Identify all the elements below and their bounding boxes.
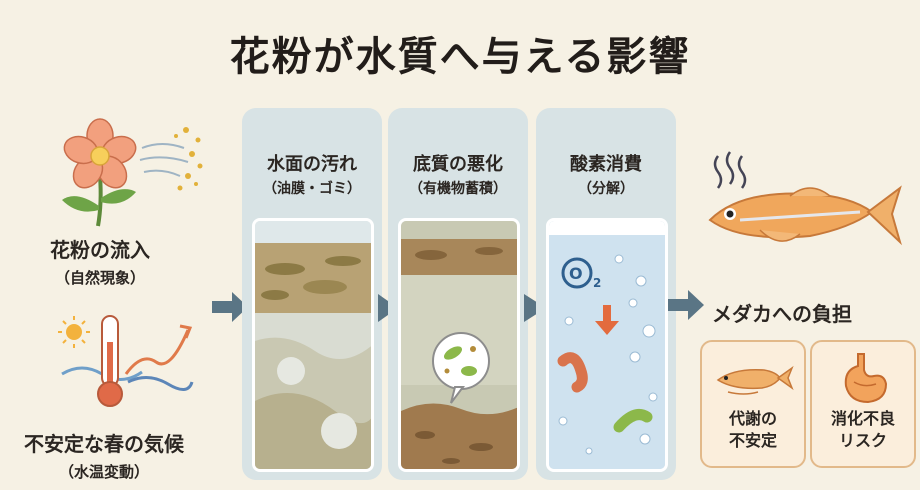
thermometer-icon bbox=[97, 315, 123, 407]
card-label: 代謝の 不安定 bbox=[702, 408, 804, 452]
arrow-icon bbox=[212, 292, 248, 322]
water-jar bbox=[252, 218, 374, 472]
burden-title: メダカへの負担 bbox=[712, 302, 852, 326]
sediment-panel: 底質の悪化 （有機物蓄積） bbox=[388, 108, 528, 480]
page-title: 花粉が水質へ与える影響 bbox=[229, 34, 691, 80]
o2-symbol: O bbox=[569, 264, 583, 283]
pollen-dust-icon bbox=[139, 127, 203, 191]
pollen-inflow-sub: （自然現象） bbox=[54, 269, 145, 287]
climate-sub: （水温変動） bbox=[58, 463, 149, 481]
oxygen-icon bbox=[561, 257, 593, 289]
card-label: 消化不良 リスク bbox=[812, 408, 914, 452]
bacteria-icon bbox=[557, 352, 653, 433]
climate-icon bbox=[58, 315, 194, 407]
pollen-inflow-main: 花粉の流入 bbox=[50, 238, 150, 262]
oxygen-water-illustration: O 2 bbox=[549, 221, 665, 469]
card-label-line: 消化不良 bbox=[830, 409, 895, 428]
sun-icon bbox=[58, 316, 90, 348]
medaka-fish-icon bbox=[708, 151, 902, 246]
bacteria-icon bbox=[432, 332, 490, 404]
pollen-inflow-label: 花粉の流入 （自然現象） bbox=[20, 234, 180, 288]
metabolism-card: 代謝の 不安定 bbox=[700, 340, 806, 468]
flower-icon bbox=[62, 118, 137, 227]
panel-subtitle: （油膜・ゴミ） bbox=[263, 181, 361, 197]
climate-label: 不安定な春の気候 （水温変動） bbox=[4, 428, 204, 482]
water-jar bbox=[398, 218, 520, 472]
oxygen-panel: 酸素消費 （分解） O 2 bbox=[536, 108, 676, 480]
dirty-water-illustration bbox=[255, 221, 371, 469]
card-label-line: 不安定 bbox=[728, 431, 777, 450]
digestion-card: 消化不良 リスク bbox=[810, 340, 916, 468]
small-fish-icon bbox=[716, 365, 794, 395]
surface-dirt-panel: 水面の汚れ （油膜・ゴミ） bbox=[242, 108, 382, 480]
stomach-icon bbox=[844, 353, 888, 404]
card-label-line: 代謝の bbox=[728, 409, 777, 428]
o2-subscript: 2 bbox=[593, 276, 601, 290]
arrow-icon bbox=[668, 290, 704, 320]
panel-subtitle: （有機物蓄積） bbox=[409, 181, 507, 197]
panel-title: 底質の悪化 bbox=[413, 154, 503, 175]
panel-subtitle: （分解） bbox=[578, 181, 634, 197]
water-jar: O 2 bbox=[546, 218, 668, 472]
down-arrow-icon bbox=[595, 305, 619, 335]
arrow-icon bbox=[524, 294, 546, 322]
climate-main: 不安定な春の気候 bbox=[24, 432, 184, 456]
card-label-line: リスク bbox=[838, 431, 887, 450]
panel-title: 水面の汚れ bbox=[267, 154, 357, 175]
panel-title: 酸素消費 bbox=[570, 154, 642, 175]
sediment-illustration bbox=[401, 221, 517, 469]
